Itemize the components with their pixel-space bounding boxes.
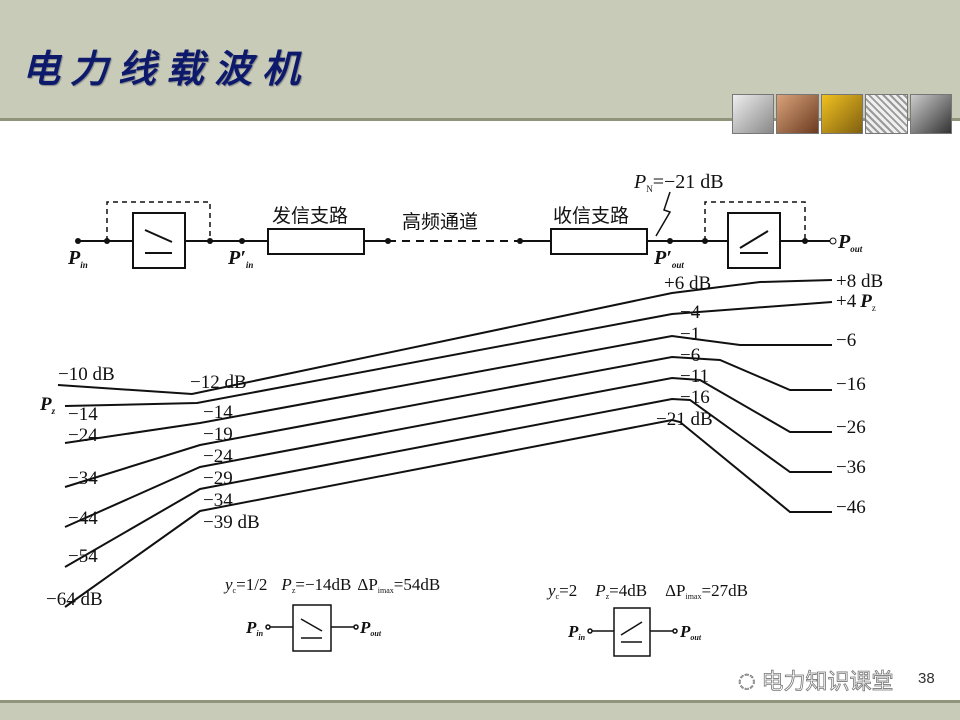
level-label: −24: [203, 446, 233, 467]
level-label: −34: [203, 490, 233, 511]
compressor-in: Pin: [245, 618, 264, 638]
watermark: ◌ 电力知识课堂: [738, 664, 894, 696]
level-label: −54: [68, 546, 98, 567]
photo-watch: [820, 94, 864, 134]
level-label: −11: [680, 366, 709, 387]
level-diagram: Pin P′in 发信支路 高频通道 收信支路 PN=−21 dB P′out …: [39, 171, 883, 657]
photo-grid: [865, 94, 908, 134]
hf-channel-label: 高频通道: [402, 211, 478, 233]
wechat-icon: ◌: [738, 668, 756, 693]
watermark-text: 电力知识课堂: [761, 670, 894, 696]
tx-level-labels: −12 dB −14 −19 −24 −29 −34 −39 dB: [190, 372, 260, 533]
noise-label: PN=−21 dB: [633, 171, 724, 194]
level-line: [64, 418, 832, 608]
footer-divider: [0, 700, 960, 703]
level-line: [64, 334, 832, 444]
rx-branch-label: 收信支路: [553, 205, 629, 227]
expander-out: Pout: [679, 622, 702, 642]
level-label: −29: [203, 468, 233, 489]
level-label: +8 dB: [836, 271, 883, 292]
level-label: −12 dB: [190, 372, 247, 393]
rx-level-labels: +6 dB −4 −1 −6 −11 −16 −21 dB: [656, 273, 713, 430]
expander-in: Pin: [567, 622, 586, 642]
level-label: −6: [680, 345, 700, 366]
level-line: [64, 301, 833, 407]
level-label: −19: [203, 424, 233, 445]
level-label: −24: [68, 425, 98, 446]
pz-left-label: Pz: [39, 394, 56, 416]
compressor-out: Pout: [359, 618, 382, 638]
level-line: [64, 397, 832, 568]
level-label: −16: [836, 374, 866, 395]
level-label: −16: [680, 387, 710, 408]
level-label: −36: [836, 457, 866, 478]
level-label: −44: [68, 508, 98, 529]
level-label: −14: [68, 404, 98, 425]
p-in-label: Pin: [67, 247, 88, 270]
level-label: +6 dB: [664, 273, 711, 294]
left-level-labels: −10 dB −14 −24 −34 −44 −54 −64 dB Pz: [39, 364, 115, 610]
slide-footer: [0, 703, 960, 720]
header-photo-strip: [732, 94, 953, 134]
photo-clock: [732, 94, 775, 134]
page-number: 38: [918, 670, 935, 687]
level-label: −39 dB: [203, 512, 260, 533]
level-line: [64, 376, 832, 528]
level-line: [57, 279, 833, 396]
level-label: −10 dB: [58, 364, 115, 385]
level-label: −46: [836, 497, 866, 518]
p-out-prime-label: P′out: [653, 247, 684, 270]
photo-businessmen: [909, 94, 953, 134]
level-label: −6: [836, 330, 856, 351]
level-label: −4: [680, 302, 701, 323]
level-label: −34: [68, 468, 98, 489]
level-label: −21 dB: [656, 409, 713, 430]
level-label: −1: [680, 324, 700, 345]
tx-branch-label: 发信支路: [272, 205, 348, 227]
level-label: −14: [203, 402, 233, 423]
slide-title: 电力线载波机: [22, 47, 311, 91]
level-line: [64, 355, 832, 488]
level-lines: [57, 279, 833, 608]
level-label: −26: [836, 417, 866, 438]
p-out-label: Pout: [837, 231, 863, 254]
header-divider: [0, 118, 960, 121]
p-in-prime-label: P′in: [227, 247, 253, 270]
photo-person: [776, 94, 819, 134]
level-label: −64 dB: [46, 589, 103, 610]
